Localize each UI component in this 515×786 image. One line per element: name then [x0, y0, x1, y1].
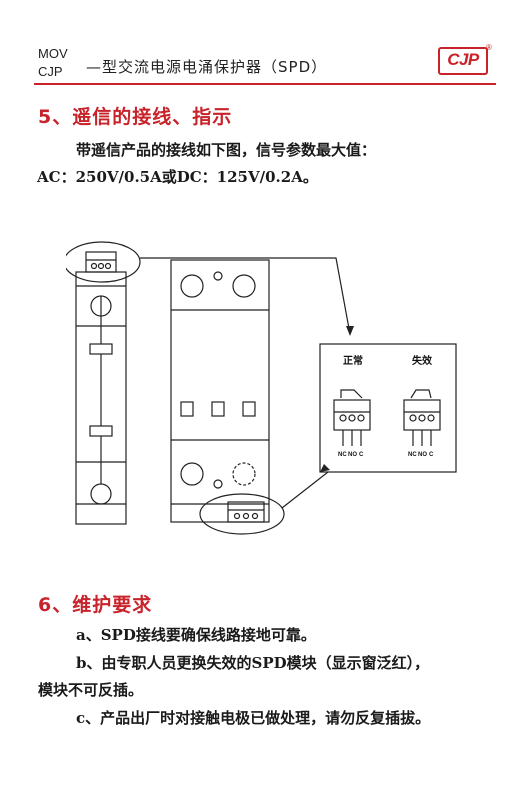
arrowhead-top [346, 326, 354, 336]
failed-terminal-label-no: NO [418, 452, 427, 458]
document-header-title: —型交流电源电涌保护器（SPD） [86, 58, 328, 76]
leader-line-bottom [281, 471, 329, 509]
maintenance-item-b-line1: b、由专职人员更换失效的SPD模块（显示窗泛红）， [76, 654, 430, 672]
normal-terminal-label-c: C [359, 452, 364, 458]
failed-terminal-label-nc: NC [408, 452, 417, 458]
section-5-title: 5、遥信的接线、指示 [38, 106, 233, 128]
registered-mark: ® [486, 43, 492, 52]
wiring-diagram: 正常 失效 NC NO C NC NO C [66, 241, 457, 535]
maintenance-item-c: c、产品出厂时对接触电极已做处理，请勿反复插拔。 [76, 709, 431, 727]
state-normal-label: 正常 [343, 354, 363, 367]
header-divider [34, 83, 496, 85]
state-failed-label: 失效 [412, 354, 433, 367]
terminal-callout-ring-top [66, 241, 141, 283]
arrowhead-bottom [320, 464, 330, 472]
leader-line-top [140, 257, 351, 335]
front-view-module [170, 259, 270, 523]
side-view-module [75, 271, 127, 525]
signal-parameters-line: AC：250V/0.5A或DC：125V/0.2A。 [37, 168, 318, 186]
remote-signal-detail-box [319, 343, 457, 473]
logo-text: CJP [447, 50, 479, 69]
normal-terminal-label-no: NO [348, 452, 357, 458]
cjp-logo: CJP [438, 47, 488, 75]
maintenance-item-a: a、SPD接线要确保线路接地可靠。 [76, 626, 316, 644]
normal-state-terminal [333, 389, 371, 446]
failed-state-terminal [403, 389, 441, 446]
model-code-mov: MOV [38, 46, 68, 61]
maintenance-item-b-line2: 模块不可反插。 [38, 681, 144, 699]
side-module-terminal-block [85, 251, 117, 273]
terminal-callout-ring-bottom [199, 493, 285, 535]
section-6-title: 6、维护要求 [38, 594, 153, 616]
normal-terminal-label-nc: NC [338, 452, 347, 458]
model-code-cjp: CJP [38, 64, 63, 79]
failed-terminal-label-c: C [429, 452, 434, 458]
front-module-terminal-block [227, 501, 265, 523]
wiring-intro-line: 带遥信产品的接线如下图，信号参数最大值： [76, 141, 377, 159]
